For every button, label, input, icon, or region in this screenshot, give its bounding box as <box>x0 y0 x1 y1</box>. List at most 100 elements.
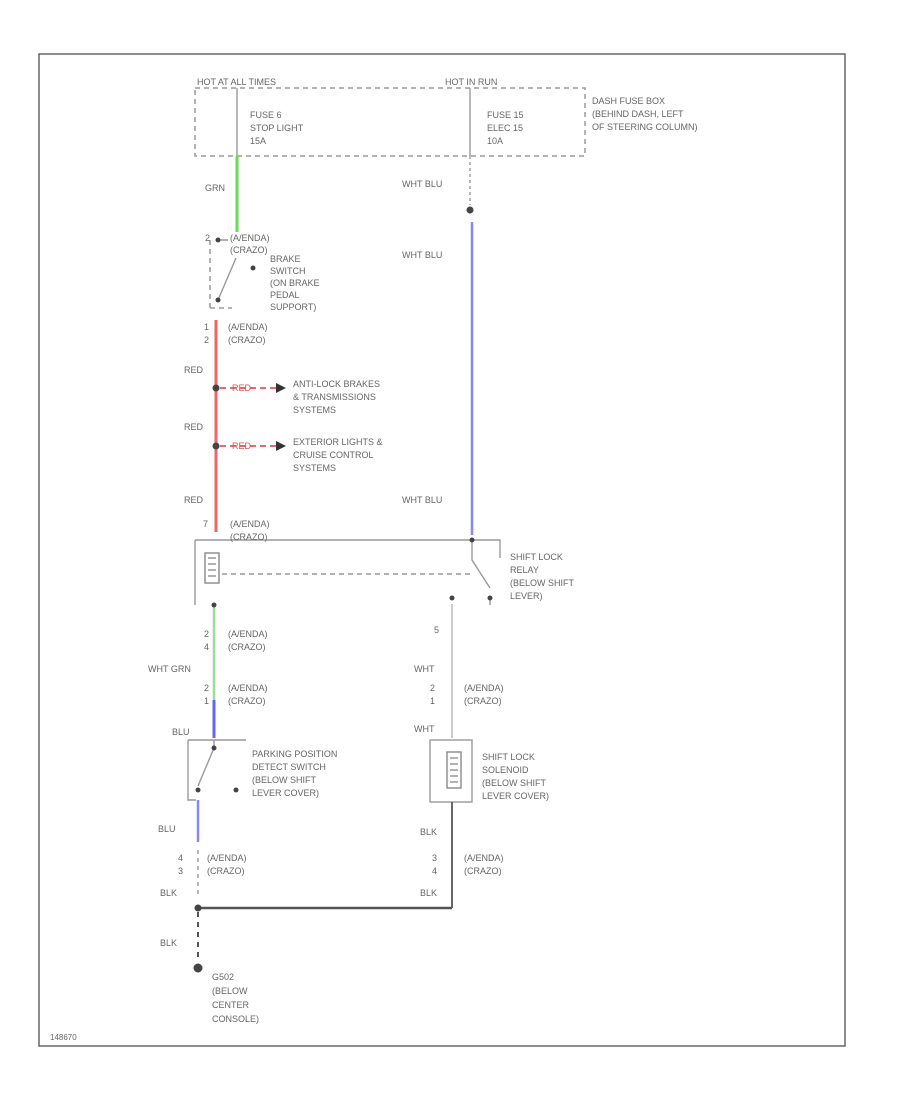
park-switch-pin-bottom-1: 4 <box>178 853 183 863</box>
park-switch-terminal-bottom <box>195 787 201 793</box>
relay-pin: 7 <box>203 519 208 529</box>
fuse-stubs <box>236 88 471 156</box>
brake-switch-conn-top-2: (CRAZO) <box>230 245 268 255</box>
wht-blu-label-3: WHT BLU <box>402 495 442 505</box>
solenoid-label-1: SHIFT LOCK <box>482 752 535 762</box>
red-wire-label-2: RED <box>184 422 204 432</box>
blu-lower-label: BLU <box>158 824 176 834</box>
wht-blu-splice <box>466 206 474 214</box>
park-switch-conn-bottom-2: (CRAZO) <box>207 866 245 876</box>
splice-2 <box>212 442 220 450</box>
solenoid-coil-icon <box>446 751 462 789</box>
blk-label-2: BLK <box>420 827 437 837</box>
park-switch-label-1: PARKING POSITION <box>252 749 337 759</box>
splice-1-tag: RED <box>232 383 252 393</box>
splice-1-target-2: & TRANSMISSIONS <box>293 392 376 402</box>
park-switch-actuator <box>233 787 239 793</box>
splice-1-arrow-icon <box>276 383 286 393</box>
brake-switch-label-1: BRAKE <box>270 254 301 264</box>
ground-label-2: CENTER <box>212 1000 250 1010</box>
brake-switch-conn-top-1: (A/ENDA) <box>230 233 270 243</box>
hot-in-run-label: HOT IN RUN <box>445 77 497 87</box>
relay-conn-1: (A/ENDA) <box>230 519 270 529</box>
relay-label-2: RELAY <box>510 565 539 575</box>
ground-icon <box>193 963 203 973</box>
park-switch-conn-top-2: (CRAZO) <box>228 642 266 652</box>
park-switch-pin-mid-2: 1 <box>204 696 209 706</box>
wht-label-2: WHT <box>414 724 435 734</box>
brake-switch-terminal-top <box>215 237 221 243</box>
diagram-frame <box>38 53 846 1047</box>
solenoid-conn-bottom-1: (A/ENDA) <box>464 853 504 863</box>
blk-label-1: BLK <box>160 888 177 898</box>
park-switch-terminal <box>211 745 217 751</box>
wht-blu-label-2: WHT BLU <box>402 250 442 260</box>
solenoid-label-3: (BELOW SHIFT <box>482 778 547 788</box>
brake-switch-label-4: PEDAL <box>270 290 300 300</box>
ground-id: G502 <box>212 972 234 982</box>
solenoid-pin-top-1: 2 <box>430 683 435 693</box>
brake-switch-pin-top: 2 <box>205 233 210 243</box>
relay-label-1: SHIFT LOCK <box>510 552 563 562</box>
relay-terminal <box>469 537 475 543</box>
park-switch-label-2: DETECT SWITCH <box>252 762 326 772</box>
park-switch-conn-top-1: (A/ENDA) <box>228 629 268 639</box>
grn-wire-label: GRN <box>205 183 225 193</box>
splice-2-target-3: SYSTEMS <box>293 463 336 473</box>
fuse-right-line1: FUSE 15 <box>487 110 524 120</box>
splice-2-target-1: EXTERIOR LIGHTS & <box>293 437 383 447</box>
park-switch-label-3: (BELOW SHIFT <box>252 775 317 785</box>
solenoid-conn-bottom-2: (CRAZO) <box>464 866 502 876</box>
fuse-left-line2: STOP LIGHT <box>250 123 304 133</box>
ground-splice <box>194 904 202 912</box>
ground-label-3: CONSOLE) <box>212 1014 259 1024</box>
fuse-box-note-line2: (BEHIND DASH, LEFT <box>592 109 684 119</box>
solenoid-coil-windings <box>450 757 458 783</box>
fuse-left-line1: FUSE 6 <box>250 110 282 120</box>
hot-at-all-times-label: HOT AT ALL TIMES <box>197 77 276 87</box>
relay-outline <box>194 539 501 605</box>
wht-grn-label: WHT GRN <box>148 664 191 674</box>
brake-switch-actuator <box>250 265 256 271</box>
relay-pin-right: 5 <box>434 625 439 635</box>
wht-label-1: WHT <box>414 664 435 674</box>
park-switch-outline <box>187 739 246 801</box>
brake-switch-label-2: SWITCH <box>270 266 306 276</box>
park-switch-pin-bottom-2: 3 <box>178 866 183 876</box>
park-switch-conn-mid-2: (CRAZO) <box>228 696 266 706</box>
solenoid-pin-bottom-1: 3 <box>432 853 437 863</box>
park-switch-pin-top-2: 4 <box>204 642 209 652</box>
solenoid-box <box>429 739 473 803</box>
blu-label: BLU <box>172 727 190 737</box>
relay-coil-windings <box>208 557 216 577</box>
blk-label-3: BLK <box>420 888 437 898</box>
relay-label-4: LEVER) <box>510 591 543 601</box>
fuse-left-line3: 15A <box>250 136 266 146</box>
brake-switch-label-5: SUPPORT) <box>270 302 316 312</box>
park-switch-label-4: LEVER COVER) <box>252 788 319 798</box>
brake-switch-outline <box>209 240 232 309</box>
ground-label-1: (BELOW <box>212 986 248 996</box>
fuse-box-note-line3: OF STEERING COLUMN) <box>592 122 698 132</box>
solenoid-label-2: SOLENOID <box>482 765 529 775</box>
brake-switch-conn-bottom-2: (CRAZO) <box>228 335 266 345</box>
relay-contact-terminal <box>487 595 493 601</box>
solenoid-pin-top-2: 1 <box>430 696 435 706</box>
park-switch-pin-mid-1: 2 <box>204 683 209 693</box>
splice-1-target-1: ANTI-LOCK BRAKES <box>293 379 380 389</box>
splice-2-arrow-icon <box>276 441 286 451</box>
park-switch-pin-top-1: 2 <box>204 629 209 639</box>
fuse-box-note-line1: DASH FUSE BOX <box>592 96 665 106</box>
fuse-right-line2: ELEC 15 <box>487 123 523 133</box>
splice-1-target-3: SYSTEMS <box>293 405 336 415</box>
relay-label-3: (BELOW SHIFT <box>510 578 575 588</box>
relay-contact <box>471 540 491 605</box>
wht-blu-label-1: WHT BLU <box>402 179 442 189</box>
solenoid-label-4: LEVER COVER) <box>482 791 549 801</box>
brake-switch-conn-bottom-1: (A/ENDA) <box>228 322 268 332</box>
brake-switch-pin-bottom-1: 1 <box>204 322 209 332</box>
park-switch-conn-bottom-1: (A/ENDA) <box>207 853 247 863</box>
relay-conn-2: (CRAZO) <box>230 532 268 542</box>
relay-coil-icon <box>204 552 220 584</box>
